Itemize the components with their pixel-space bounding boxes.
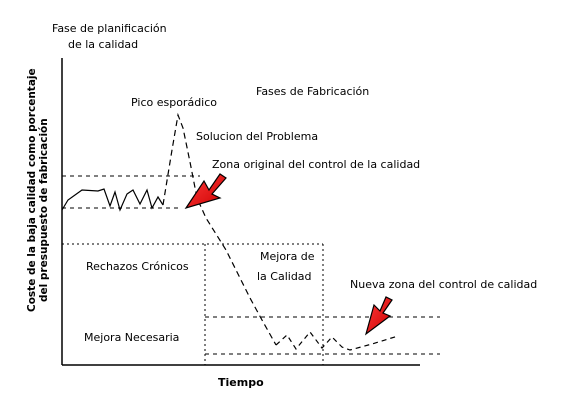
- cost-curve-original: [61, 188, 164, 212]
- planning-phase-title-line1: Fase de planificación: [52, 22, 167, 35]
- x-axis-title: Tiempo: [218, 376, 264, 389]
- y-axis-title-line2: del presupuesto de fabricación: [38, 118, 50, 302]
- cost-curve-peak-descent: [162, 112, 277, 346]
- new-zone-label: Nueva zona del control de calidad: [350, 278, 537, 291]
- y-axis-title: Coste de la baja calidad como porcentaje…: [26, 68, 50, 312]
- needed-improvement-label: Mejora Necesaria: [84, 331, 179, 344]
- problem-solution-label: Solucion del Problema: [196, 130, 318, 143]
- manufacturing-phases-label: Fases de Fabricación: [256, 85, 369, 98]
- planning-phase-title-line2: de la calidad: [68, 38, 138, 51]
- y-axis-title-line1: Coste de la baja calidad como porcentaje: [26, 68, 38, 312]
- original-zone-label: Zona original del control de la calidad: [212, 158, 420, 171]
- cost-curve-new: [275, 331, 399, 351]
- new-zone-arrow-icon: [364, 296, 393, 336]
- original-zone-arrow-icon: [184, 173, 227, 210]
- quality-improvement-label-line2: la Calidad: [257, 270, 312, 283]
- quality-improvement-label-line1: Mejora de: [260, 250, 315, 263]
- sporadic-peak-label: Pico esporádico: [131, 96, 217, 109]
- chronic-rejects-label: Rechazos Crónicos: [86, 260, 189, 273]
